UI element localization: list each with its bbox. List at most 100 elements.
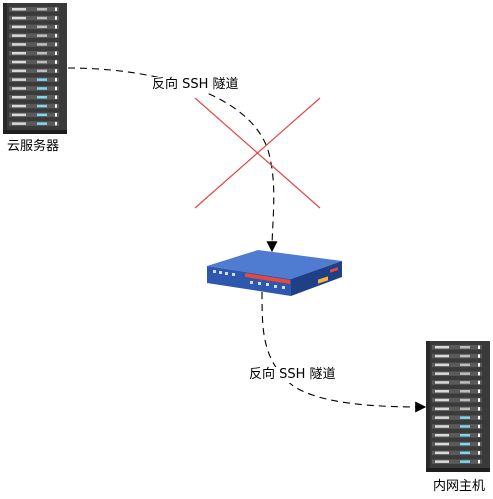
- rack-slot-switch: [478, 398, 480, 402]
- rack-slot: [9, 42, 59, 47]
- rack-slot-led: [460, 381, 470, 384]
- rack-slot-panel: [435, 398, 449, 402]
- rack-edge: [426, 341, 430, 472]
- intranet-host-icon: [426, 341, 490, 472]
- rack-slot-led: [460, 354, 470, 358]
- rack-slot: [9, 51, 59, 56]
- rack-slot-panel: [12, 60, 26, 64]
- rack-slot-panel: [12, 78, 26, 81]
- rack-slot-panel: [435, 407, 449, 411]
- rack-slot-panel: [435, 381, 449, 384]
- rack-slot-switch: [478, 371, 480, 376]
- rack-slot-led: [37, 113, 47, 117]
- rack-edge: [3, 3, 7, 134]
- rack-slot-led: [37, 78, 47, 81]
- rack-slot-switch: [55, 104, 57, 108]
- cloud-server-icon: [3, 3, 67, 134]
- rack-slot-led: [460, 434, 470, 437]
- rack-slot-panel: [12, 69, 26, 73]
- rack-slot-switch: [478, 433, 480, 437]
- rack-slot-switch: [55, 95, 57, 99]
- tunnel-edge-top: [67, 67, 278, 253]
- rack-base: [3, 130, 67, 134]
- rack-slot-led: [37, 122, 47, 125]
- rack-slot-switch: [55, 25, 57, 29]
- rack-slot: [9, 24, 59, 30]
- rack-slot: [432, 450, 482, 456]
- rack-slot-panel: [12, 113, 26, 117]
- rack-slot-switch: [55, 7, 57, 11]
- rack-slot-led: [460, 346, 470, 349]
- rack-slot-switch: [55, 16, 57, 20]
- rack-slot: [432, 353, 482, 359]
- rack-slot: [9, 95, 59, 100]
- rack-slot-led: [37, 25, 47, 29]
- rack-slot: [9, 121, 59, 126]
- rack-slot: [9, 68, 59, 74]
- rack-slot-panel: [435, 451, 449, 455]
- rack-base: [426, 468, 490, 472]
- rack-slot-switch: [478, 459, 480, 464]
- rack-slot-switch: [55, 113, 57, 117]
- rack-slot-led: [460, 407, 470, 411]
- rack-slot: [432, 424, 482, 429]
- rack-slot-led: [460, 390, 470, 393]
- rack-slot: [432, 441, 482, 447]
- rack-slot: [432, 371, 482, 376]
- rack-slot: [9, 7, 59, 12]
- rack-slot-led: [460, 425, 470, 428]
- rack-slot: [9, 77, 59, 82]
- rack-slot: [9, 33, 59, 38]
- rack-slot-led: [37, 52, 47, 55]
- rack-slot-panel: [12, 52, 26, 55]
- blocked-cross-icon: [194, 97, 321, 209]
- rack-slot-led: [460, 363, 470, 367]
- rack-slot-panel: [12, 96, 26, 99]
- tunnel-edge-bottom: [261, 291, 427, 413]
- rack-slot-panel: [435, 416, 449, 419]
- rack-slot-panel: [12, 87, 26, 90]
- rack-slot: [432, 415, 482, 420]
- rack-slot: [432, 389, 482, 394]
- rack-slot-switch: [55, 33, 57, 38]
- rack-slot: [432, 397, 482, 403]
- rack-slot-led: [37, 60, 47, 64]
- rack-slot-panel: [12, 25, 26, 29]
- rack-slot-switch: [478, 363, 480, 367]
- tunnel-label-bottom: 反向 SSH 隧道: [249, 367, 336, 383]
- rack-slot: [9, 112, 59, 118]
- rack-slot-switch: [478, 407, 480, 411]
- rack-slot-led: [460, 372, 470, 375]
- rack-slot-led: [37, 69, 47, 73]
- rack-slot: [432, 380, 482, 385]
- rack-slot-panel: [12, 8, 26, 11]
- rack-slot-panel: [12, 43, 26, 46]
- rack-slot-panel: [12, 16, 26, 20]
- rack-slot-led: [37, 43, 47, 46]
- rack-slot: [432, 362, 482, 368]
- rack-slot: [9, 15, 59, 21]
- rack-slot: [432, 406, 482, 412]
- rack-slot-panel: [12, 34, 26, 37]
- rack-slot-switch: [55, 42, 57, 47]
- rack-slot-led: [460, 460, 470, 463]
- rack-slot-switch: [55, 77, 57, 82]
- rack-slot-switch: [478, 389, 480, 393]
- rack-slot-led: [460, 398, 470, 402]
- rack-slot-switch: [55, 86, 57, 91]
- rack-slot-panel: [435, 372, 449, 375]
- rack-slot-switch: [478, 442, 480, 446]
- rack-slot-switch: [478, 424, 480, 429]
- rack-slot-switch: [55, 69, 57, 73]
- rack-slot: [432, 433, 482, 438]
- rack-slot-panel: [435, 390, 449, 393]
- rack-slot-led: [37, 87, 47, 90]
- router-icon: [207, 250, 342, 296]
- rack-slot-switch: [55, 51, 57, 55]
- rack-slot: [9, 103, 59, 109]
- rack-slot-led: [37, 16, 47, 20]
- rack-slot-panel: [435, 460, 449, 463]
- rack-slot: [432, 345, 482, 350]
- rack-slot-panel: [435, 425, 449, 428]
